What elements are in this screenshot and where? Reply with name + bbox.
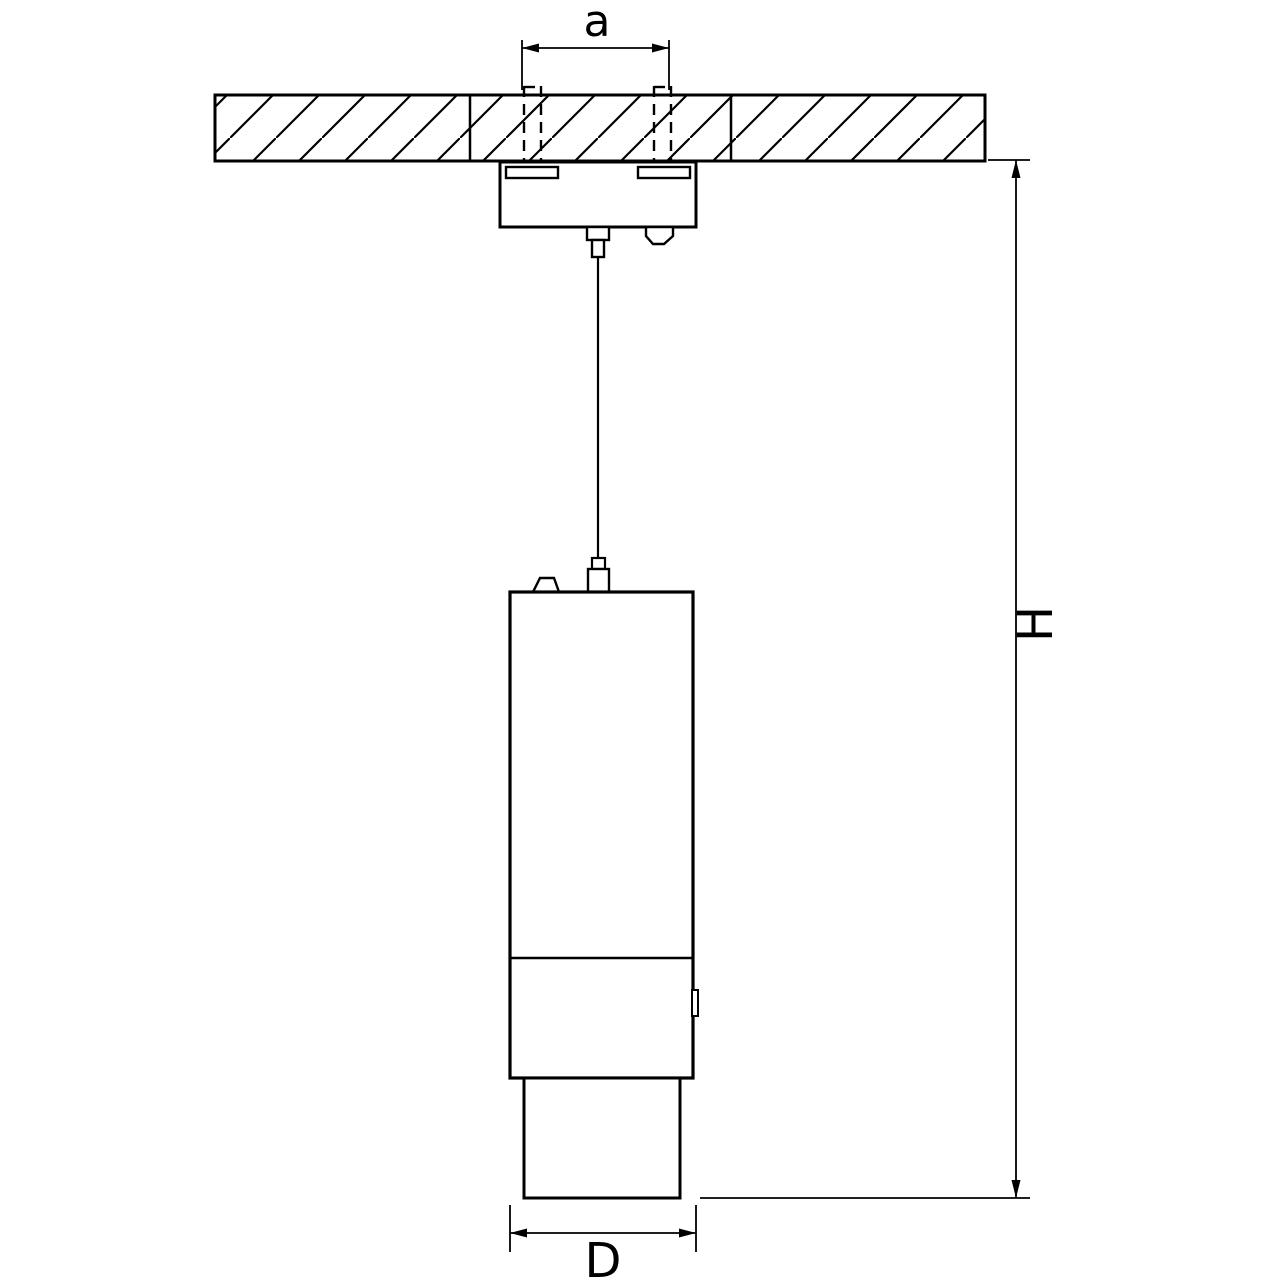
dimension-d-arrow-right (679, 1228, 696, 1238)
dimension-h-label: H (1008, 606, 1064, 642)
dimension-d-arrow-left (510, 1228, 527, 1238)
dimension-a-arrow-right (652, 43, 669, 53)
cord-grip-upper (585, 225, 611, 242)
dimension-d: D (509, 1205, 697, 1280)
lamp-body-outline (508, 590, 695, 1080)
lamp-cord-socket (586, 567, 611, 595)
dimension-a: a (521, 0, 670, 90)
cord-grip-lower (590, 238, 606, 259)
lamp-top-clip (531, 576, 561, 594)
lamp-diffuser-tube (522, 1076, 682, 1200)
dimension-h-arrow-bottom (1011, 1180, 1021, 1198)
canopy-clip (644, 225, 675, 246)
dimension-a-arrow-left (522, 43, 539, 53)
dimension-d-label: D (585, 1233, 622, 1280)
anchor-bolt-right (652, 85, 673, 166)
dimension-h-arrow-top (1011, 160, 1021, 178)
canopy-flange-left (504, 165, 560, 180)
lamp-top-fittings (531, 556, 611, 595)
ceiling-slab (213, 93, 987, 163)
canopy-flange-right (636, 165, 692, 180)
lamp-side-notch (691, 989, 699, 1017)
anchor-bolt-left (522, 85, 543, 166)
lamp-body (508, 590, 699, 1200)
dimension-a-label: a (584, 0, 611, 47)
ceiling-slab-outline (213, 93, 987, 163)
lamp-cord-nipple (590, 556, 607, 571)
dimension-h: H (700, 159, 1064, 1199)
mounting-canopy (498, 160, 698, 259)
